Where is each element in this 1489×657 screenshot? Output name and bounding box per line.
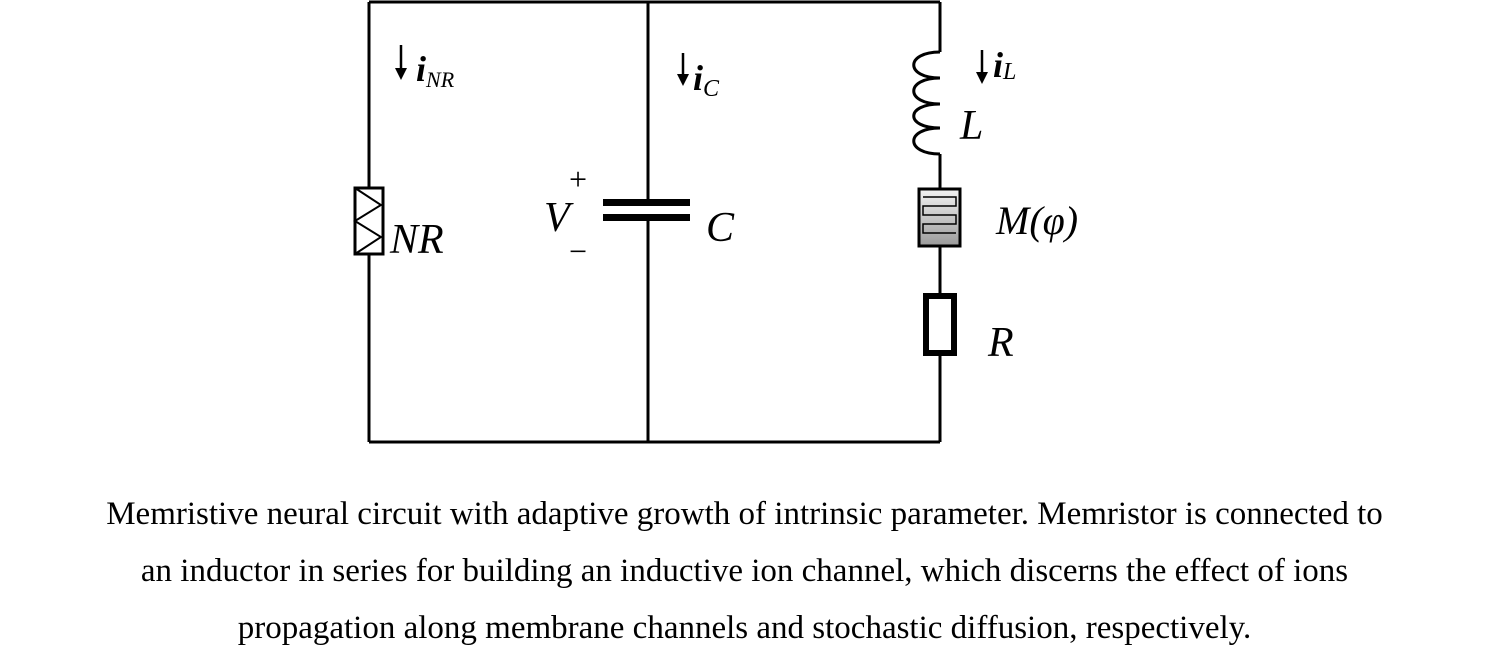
figure-caption: Memristive neural circuit with adaptive … xyxy=(0,486,1489,657)
current-arrow-nr xyxy=(395,45,407,80)
circuit-diagram: iNR iC iL L NR V + − C M(φ) R xyxy=(353,0,1078,444)
inductor-label: L xyxy=(959,103,983,149)
capacitor-label: C xyxy=(706,205,735,251)
current-arrow-l xyxy=(976,50,988,84)
nonlinear-resistor-symbol xyxy=(353,186,385,256)
current-label-c: iC xyxy=(693,58,720,102)
voltage-minus-sign: − xyxy=(569,233,587,269)
current-arrow-c xyxy=(677,53,689,86)
current-label-nr: iNR xyxy=(416,49,455,92)
memristor-symbol xyxy=(917,187,962,248)
resistor-symbol xyxy=(923,293,957,356)
caption-line-2: an inductor in series for building an in… xyxy=(140,553,1349,589)
caption-line-3: propagation along membrane channels and … xyxy=(237,610,1252,646)
inductor-coil xyxy=(912,50,941,156)
voltage-label: V xyxy=(544,195,574,241)
nonlinear-resistor-label: NR xyxy=(389,217,444,263)
resistor-label: R xyxy=(987,320,1014,366)
capacitor-symbol xyxy=(603,199,690,221)
voltage-plus-sign: + xyxy=(569,161,587,197)
memristor-label: M(φ) xyxy=(995,198,1078,243)
caption-line-1: Memristive neural circuit with adaptive … xyxy=(106,496,1383,532)
current-label-l: iL xyxy=(993,45,1016,85)
